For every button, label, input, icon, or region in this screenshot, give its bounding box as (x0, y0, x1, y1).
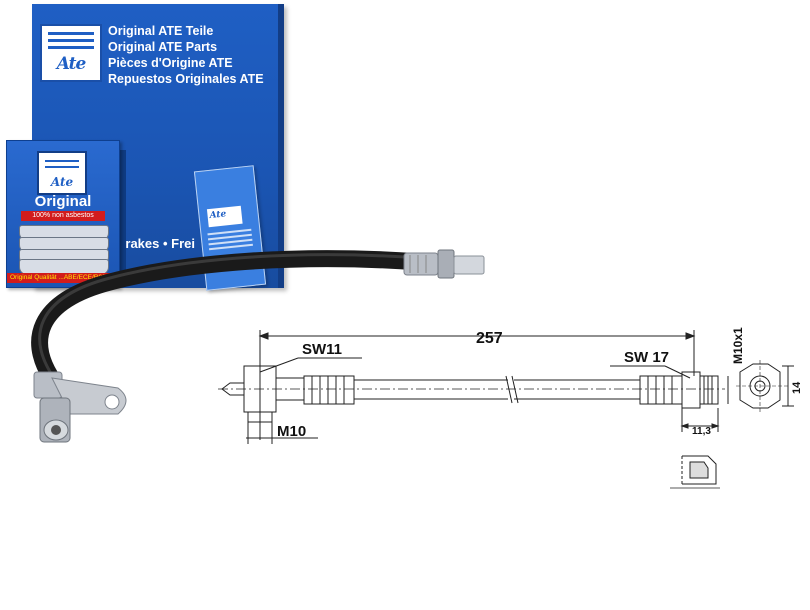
box-text-es: Repuestos Originales ATE (108, 72, 264, 86)
pad-box-asbestos-label: 100% non asbestos (21, 211, 105, 221)
sw-left-label: SW11 (302, 341, 342, 358)
brake-pad-box: Ate Original 100% non asbestos Original … (6, 140, 120, 288)
width-label: 14 (791, 381, 803, 394)
length-label: 257 (476, 330, 503, 347)
sw-right-label: SW 17 (624, 349, 669, 366)
pad-box-side (118, 150, 126, 286)
depth-label: 11,3 (692, 426, 711, 437)
box-text-de: Original ATE Teile (108, 24, 214, 38)
ate-logo: Ate (40, 24, 102, 82)
pad-box-logo: Ate (37, 151, 87, 195)
pad-box-quality-label: Original Qualität ...ABE/ECE/R90 (7, 273, 119, 283)
box-text-fr: Pièces d'Origine ATE (108, 56, 233, 70)
hose-right-fitting (403, 249, 485, 279)
pad-box-title: Original (34, 193, 92, 210)
box-text-en: Original ATE Parts (108, 40, 218, 54)
hose-left-fitting (33, 371, 127, 443)
thread-right-label: M10x1 (731, 327, 745, 364)
thread-left-label: M10 (277, 423, 306, 440)
